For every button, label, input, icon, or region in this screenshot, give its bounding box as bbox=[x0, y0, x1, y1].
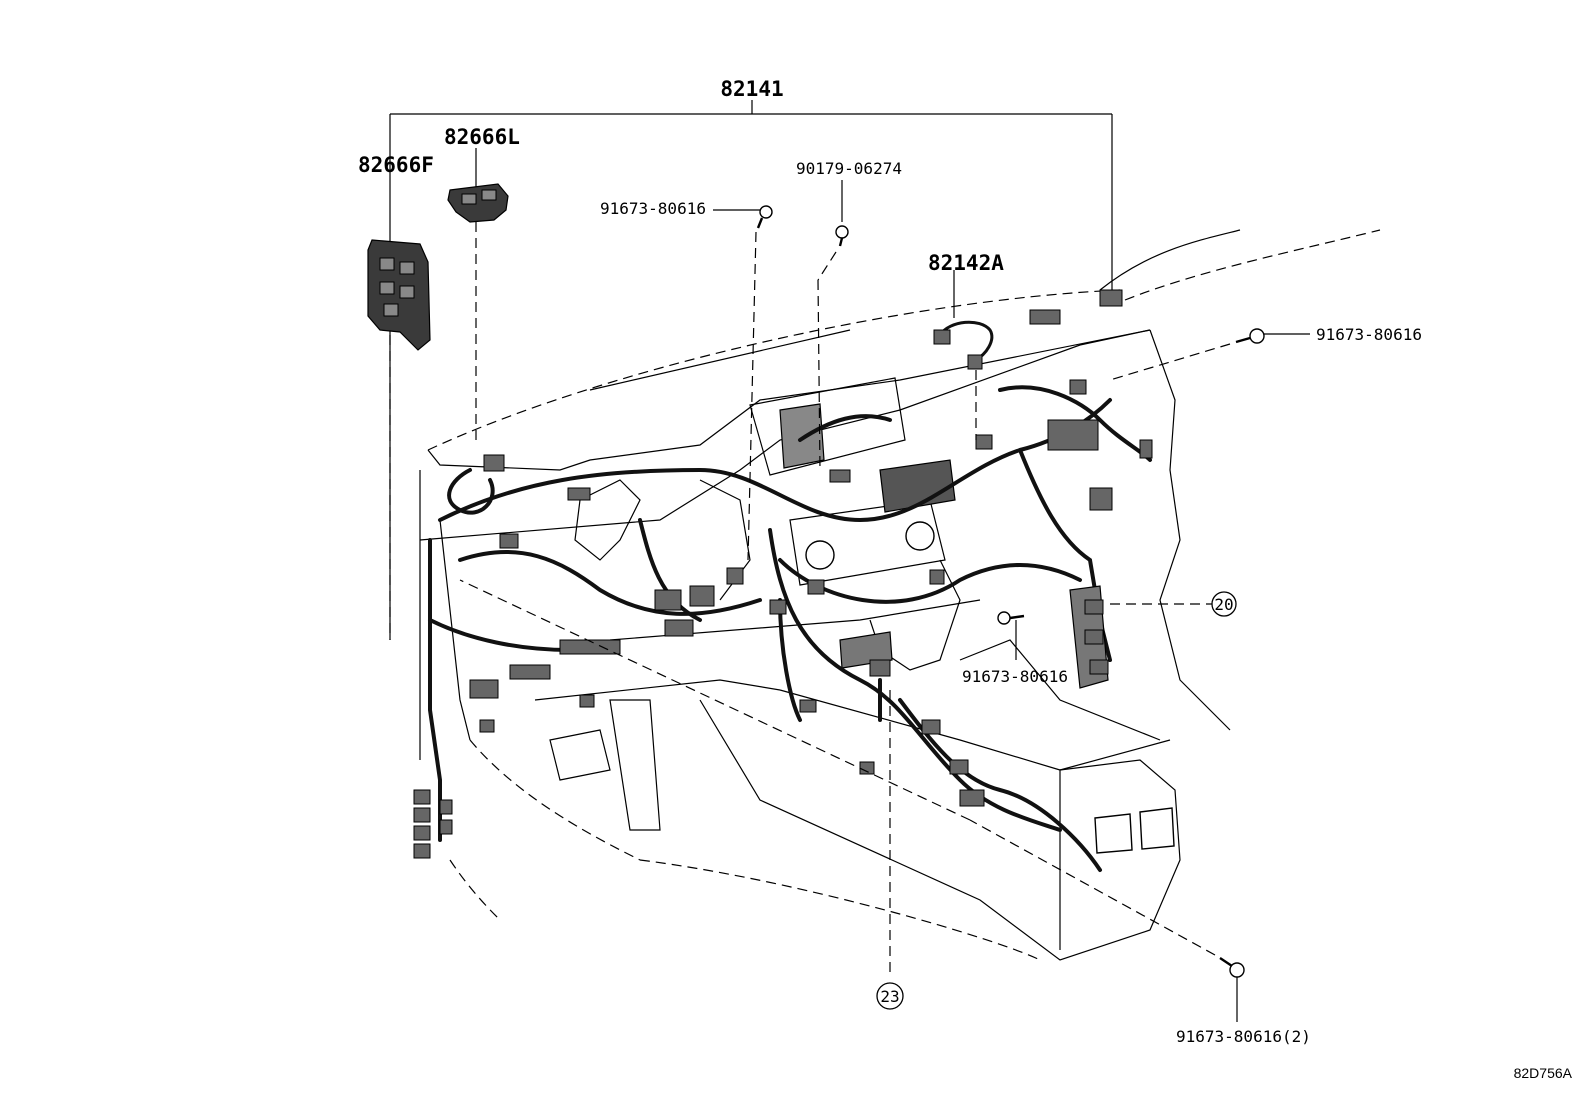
label-bolt-mid: 91673-80616 bbox=[962, 667, 1068, 686]
callout-ref-23-text: 23 bbox=[880, 987, 899, 1006]
callout-ref-23[interactable]: 23 bbox=[876, 982, 904, 1010]
dashboard-outline bbox=[419, 229, 1381, 961]
block-82666l bbox=[447, 183, 509, 445]
harness-main-bracket bbox=[389, 100, 1113, 640]
left-pillar-connectors bbox=[413, 789, 453, 859]
label-bolt-right: 91673-80616 bbox=[1316, 325, 1422, 344]
label-bolt-bottom: 91673-80616(2) bbox=[1176, 1027, 1311, 1046]
label-82666l: 82666L bbox=[444, 125, 520, 149]
label-bolt-top: 91673-80616 bbox=[600, 199, 706, 218]
bolt-bottom bbox=[459, 579, 1245, 1022]
bolt-right bbox=[1109, 328, 1310, 381]
bolt-mid bbox=[997, 611, 1025, 660]
center-console bbox=[749, 377, 956, 669]
clip-top bbox=[817, 180, 849, 471]
callout-ref-20-text: 20 bbox=[1214, 595, 1233, 614]
bolt-top bbox=[713, 205, 773, 561]
label-82142a: 82142A bbox=[928, 251, 1004, 275]
label-clip-top: 90179-06274 bbox=[796, 159, 902, 178]
harness-82142a bbox=[933, 270, 994, 440]
wire-harness-82141 bbox=[428, 289, 1153, 872]
diagram-code: 82D756A bbox=[1514, 1065, 1573, 1081]
label-82666f: 82666F bbox=[358, 153, 434, 177]
right-connector-cluster bbox=[1069, 585, 1109, 689]
label-82141: 82141 bbox=[720, 77, 783, 101]
callout-ref-20[interactable]: 20 bbox=[1211, 591, 1237, 617]
block-82666f bbox=[367, 239, 431, 640]
